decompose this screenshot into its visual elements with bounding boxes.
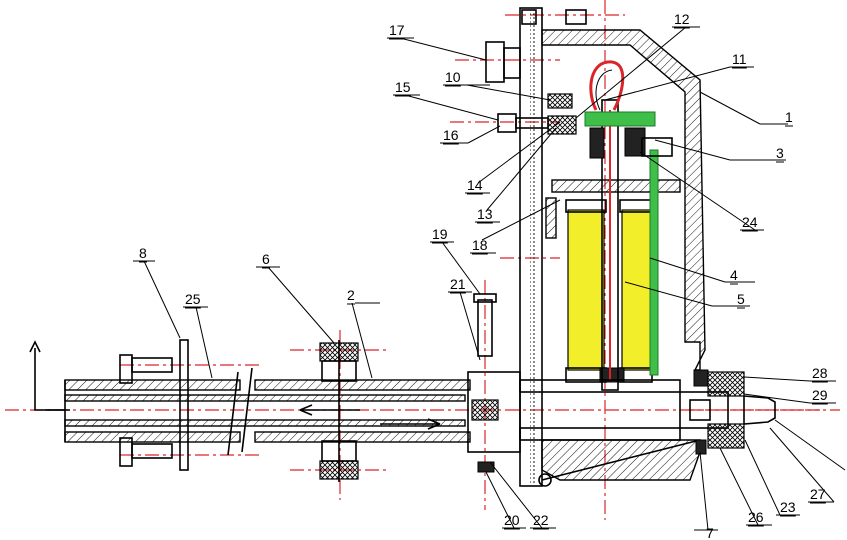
centerlines <box>5 0 840 520</box>
part-6-clamp <box>319 340 359 482</box>
label-3: 3 <box>776 145 784 161</box>
label-4: 4 <box>730 267 738 283</box>
label-20: 20 <box>504 512 520 528</box>
label-17: 17 <box>389 22 405 38</box>
label-14: 14 <box>467 177 483 193</box>
label-22: 22 <box>533 512 549 528</box>
label-15: 15 <box>395 79 411 95</box>
part-labels: 1 2 3 4 5 6 7 8 10 11 12 13 14 15 16 17 … <box>139 11 828 540</box>
label-25: 25 <box>185 291 201 307</box>
label-12: 12 <box>674 11 690 27</box>
central-rod <box>601 99 619 391</box>
label-29: 29 <box>812 387 828 403</box>
top-mechanism <box>485 41 673 159</box>
label-19: 19 <box>432 226 448 242</box>
label-16: 16 <box>443 127 459 143</box>
label-18: 18 <box>472 237 488 253</box>
main-shaft <box>29 340 471 456</box>
right-end-fitting <box>519 369 776 455</box>
label-8: 8 <box>139 245 147 261</box>
label-7: 7 <box>706 525 714 540</box>
label-23: 23 <box>780 499 796 515</box>
label-27: 27 <box>810 486 826 502</box>
label-5: 5 <box>737 291 745 307</box>
housing <box>519 7 706 487</box>
label-2: 2 <box>347 287 355 303</box>
label-6: 6 <box>262 251 270 267</box>
label-21: 21 <box>450 276 466 292</box>
part-8-flange <box>119 339 189 471</box>
label-28: 28 <box>812 365 828 381</box>
label-24: 24 <box>742 214 758 230</box>
label-1: 1 <box>785 109 793 125</box>
label-10: 10 <box>445 69 461 85</box>
coil-assembly <box>565 149 659 383</box>
leader-lines <box>133 26 846 531</box>
label-26: 26 <box>748 509 764 525</box>
label-13: 13 <box>477 206 493 222</box>
label-11: 11 <box>732 51 747 67</box>
